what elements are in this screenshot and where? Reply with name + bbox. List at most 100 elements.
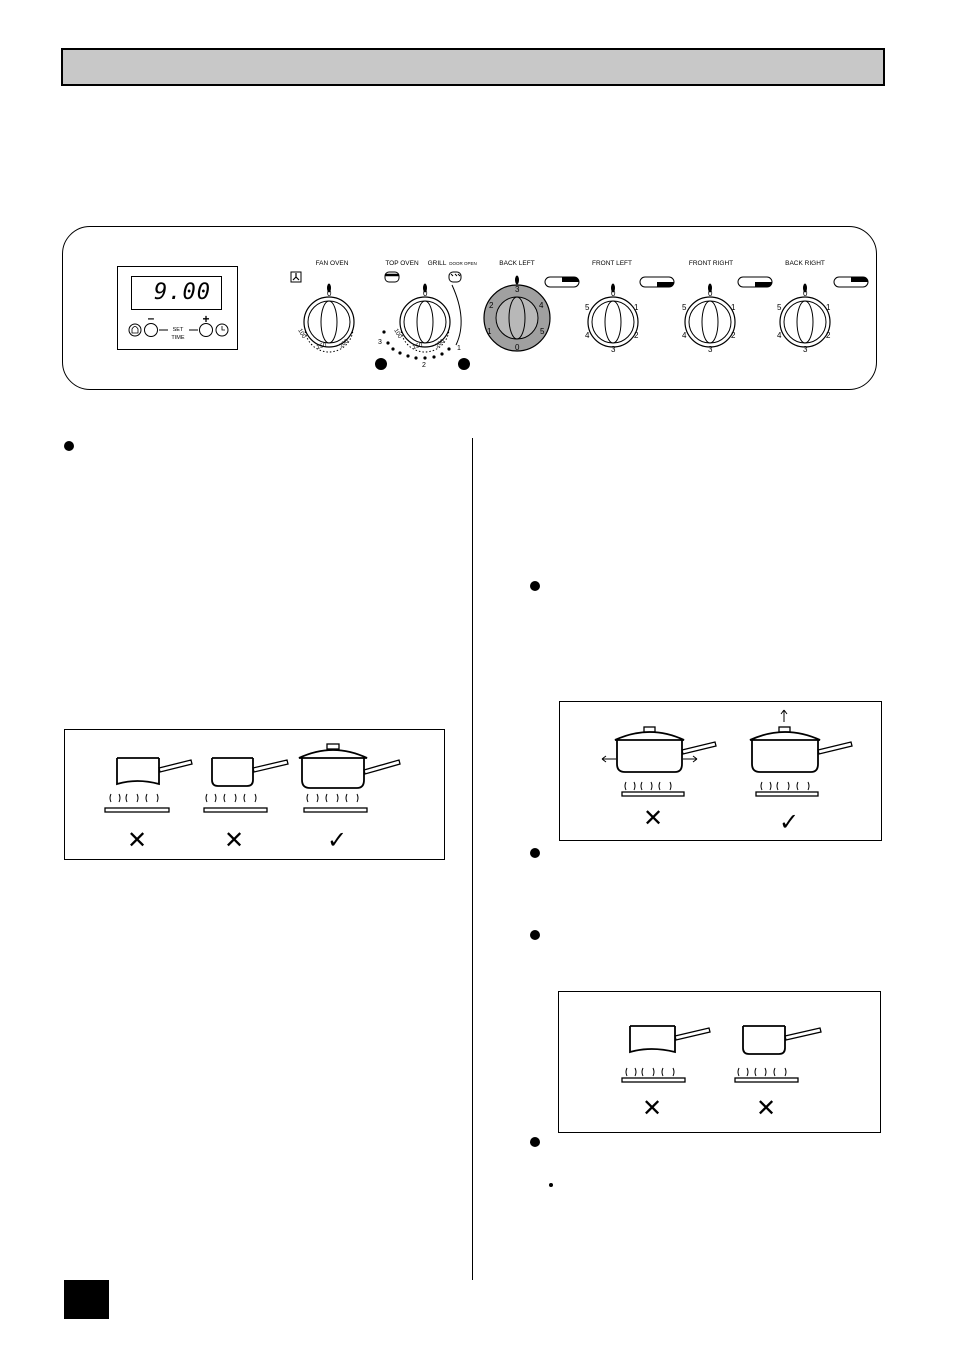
- fig1-mark-1: ✕: [127, 826, 147, 854]
- grill-2: 2: [422, 362, 426, 369]
- front-left-5: 5: [585, 303, 590, 312]
- section-header-bar: [61, 48, 885, 86]
- front-right-label: FRONT RIGHT: [688, 260, 734, 267]
- fan-oven-150: 150: [316, 342, 328, 351]
- front-right-3: 3: [708, 345, 713, 354]
- fig3-mark-1: ✕: [642, 1094, 662, 1122]
- knobs-drawing: 0 150 100 200 0 150 100 200 3 2 1: [290, 271, 869, 370]
- clock-icon: [215, 323, 229, 337]
- column-divider: [472, 438, 473, 1280]
- front-left-1: 1: [634, 303, 639, 312]
- pan-size-illustration: ✕ ✓: [601, 709, 853, 836]
- back-left-label: BACK LEFT: [499, 260, 535, 267]
- front-left-knob: 0 5 4 3 2 1: [585, 283, 639, 354]
- back-right-5: 5: [777, 303, 782, 312]
- front-right-knob: 0 5 4 3 2 1: [682, 283, 736, 354]
- front-left-2: 2: [634, 331, 639, 340]
- fig1-mark-3: ✓: [327, 826, 347, 854]
- back-left-zone-icon: [544, 276, 580, 288]
- warped-pan-2: [211, 757, 289, 787]
- back-right-label: BACK RIGHT: [785, 260, 825, 267]
- back-right-4: 4: [777, 331, 782, 340]
- top-oven-150: 150: [412, 342, 424, 351]
- back-left-knob: 3 0 2 1 4 5: [483, 275, 551, 352]
- front-left-4: 4: [585, 331, 590, 340]
- minus-label: –: [148, 311, 155, 325]
- front-right-4: 4: [682, 331, 687, 340]
- fig1-mark-2: ✕: [224, 826, 244, 854]
- grill-label: GRILL: [427, 260, 447, 267]
- hob-plate-4: [621, 791, 685, 797]
- neon-indicator-right: [458, 358, 470, 370]
- front-left-3: 3: [611, 345, 616, 354]
- back-right-zone-icon: [833, 276, 869, 288]
- time-label: TIME: [171, 335, 184, 341]
- hob-plate-7: [734, 1077, 799, 1083]
- front-right-1: 1: [731, 303, 736, 312]
- grill-arc: [451, 284, 462, 346]
- back-right-knob: 0 5 4 3 2 1: [777, 283, 831, 354]
- pan-base-figure: ✕ ✕ ✓: [64, 729, 445, 860]
- grill-3: 3: [378, 339, 382, 346]
- set-label: SET: [173, 327, 184, 333]
- hob-plate-2: [203, 807, 268, 813]
- front-left-zone-icon: [639, 276, 675, 288]
- bullet-left-1: [64, 441, 74, 451]
- warped-pan-3: [629, 1025, 711, 1054]
- timer-display: 9.00: [131, 276, 222, 310]
- back-left-2: 2: [489, 301, 494, 310]
- front-right-zone-icon: [737, 276, 773, 288]
- grill-icon: [448, 271, 462, 283]
- back-left-4: 4: [539, 301, 544, 310]
- good-pan: [298, 743, 401, 789]
- back-left-1: 1: [487, 327, 492, 336]
- plus-label: +: [202, 312, 209, 326]
- top-oven-label: TOP OVEN: [385, 260, 419, 267]
- fan-oven-zero: 0: [327, 289, 332, 298]
- warped-pan-1: [116, 757, 193, 786]
- front-right-2: 2: [731, 331, 736, 340]
- hob-plate-5: [755, 791, 819, 797]
- top-oven-icon: [384, 271, 400, 283]
- plus-button: [199, 323, 213, 337]
- front-left-0: 0: [611, 289, 616, 298]
- fig2-mark-2: ✓: [779, 808, 799, 836]
- fan-icon: [290, 271, 302, 283]
- grill-scale: [382, 330, 451, 360]
- oversize-pan: [601, 726, 717, 773]
- bullet-right-1: [530, 581, 540, 591]
- fan-oven-100: 100: [296, 328, 307, 340]
- hob-plate-6: [621, 1077, 686, 1083]
- top-oven-100: 100: [392, 328, 403, 340]
- front-right-5: 5: [682, 303, 687, 312]
- bullet-right-3: [530, 930, 540, 940]
- warped-base-figure: ✕ ✕: [558, 991, 881, 1133]
- timer-buttons: – + SET TIME: [128, 311, 229, 341]
- minus-button: [144, 323, 158, 337]
- heat-waves: [109, 793, 359, 803]
- page-number-block: [64, 1280, 109, 1319]
- heat-waves-2: [624, 781, 810, 791]
- neon-indicator-left: [375, 358, 387, 370]
- back-right-3: 3: [803, 345, 808, 354]
- hob-plate-3: [303, 807, 368, 813]
- top-oven-knob: 0 150 100 200: [392, 283, 451, 353]
- pan-size-figure: ✕ ✓: [559, 701, 882, 841]
- back-left-3: 3: [515, 285, 520, 294]
- fig2-mark-1: ✕: [643, 804, 663, 832]
- bullet-right-4: [530, 1137, 540, 1147]
- fig3-mark-2: ✕: [756, 1094, 776, 1122]
- sub-bullet: [549, 1183, 553, 1187]
- fan-oven-knob: 0 150 100 200: [296, 283, 355, 353]
- pan-base-illustration: ✕ ✕ ✓: [104, 743, 401, 854]
- back-right-1: 1: [826, 303, 831, 312]
- front-left-label: FRONT LEFT: [592, 260, 632, 267]
- door-open-label: DOOR OPEN: [449, 261, 477, 266]
- heat-waves-3: [625, 1067, 787, 1077]
- back-left-0: 0: [515, 343, 520, 352]
- front-right-0: 0: [708, 289, 713, 298]
- top-oven-200: 200: [434, 338, 446, 349]
- grill-1: 1: [457, 345, 461, 352]
- bullet-right-2: [530, 848, 540, 858]
- top-oven-zero: 0: [423, 289, 428, 298]
